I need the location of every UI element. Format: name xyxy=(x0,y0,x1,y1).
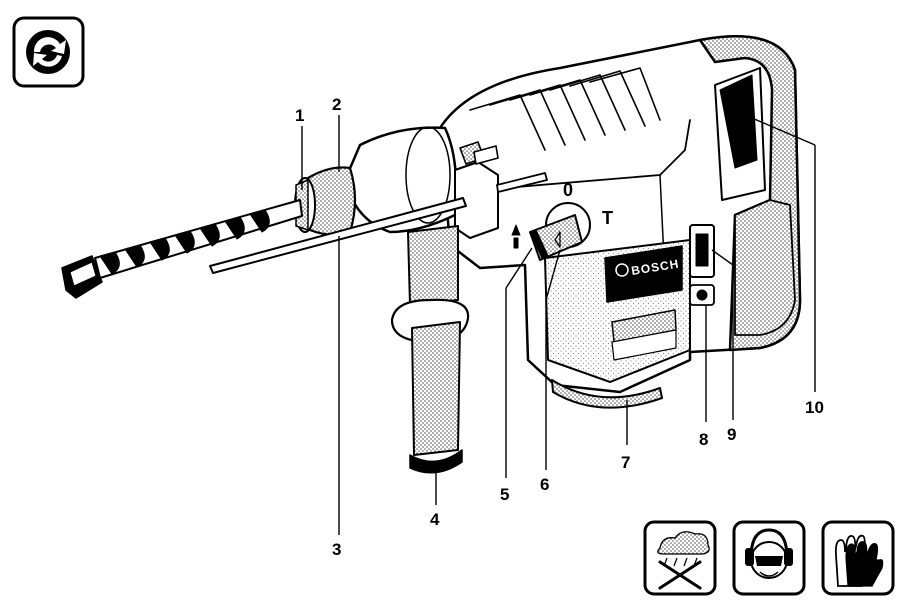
callout-5: 5 xyxy=(500,485,509,504)
gloves-icon xyxy=(823,522,893,594)
callout-2: 2 xyxy=(332,95,341,114)
callout-1: 1 xyxy=(295,106,304,125)
callout-10: 10 xyxy=(805,398,824,417)
no-rain-icon xyxy=(645,522,715,594)
callout-4: 4 xyxy=(430,510,440,529)
callout-8: 8 xyxy=(699,430,708,449)
switch-mark-t: T xyxy=(602,208,613,228)
drill-bit xyxy=(62,200,302,298)
callout-7: 7 xyxy=(621,453,630,472)
callout-6: 6 xyxy=(540,475,549,494)
callout-9: 9 xyxy=(727,425,736,444)
recycle-logo-icon xyxy=(14,18,83,86)
ear-eye-protection-icon xyxy=(734,522,804,594)
auxiliary-handle xyxy=(392,226,468,473)
switch-mark-off: 0 xyxy=(563,180,573,200)
callout-3: 3 xyxy=(332,540,341,559)
